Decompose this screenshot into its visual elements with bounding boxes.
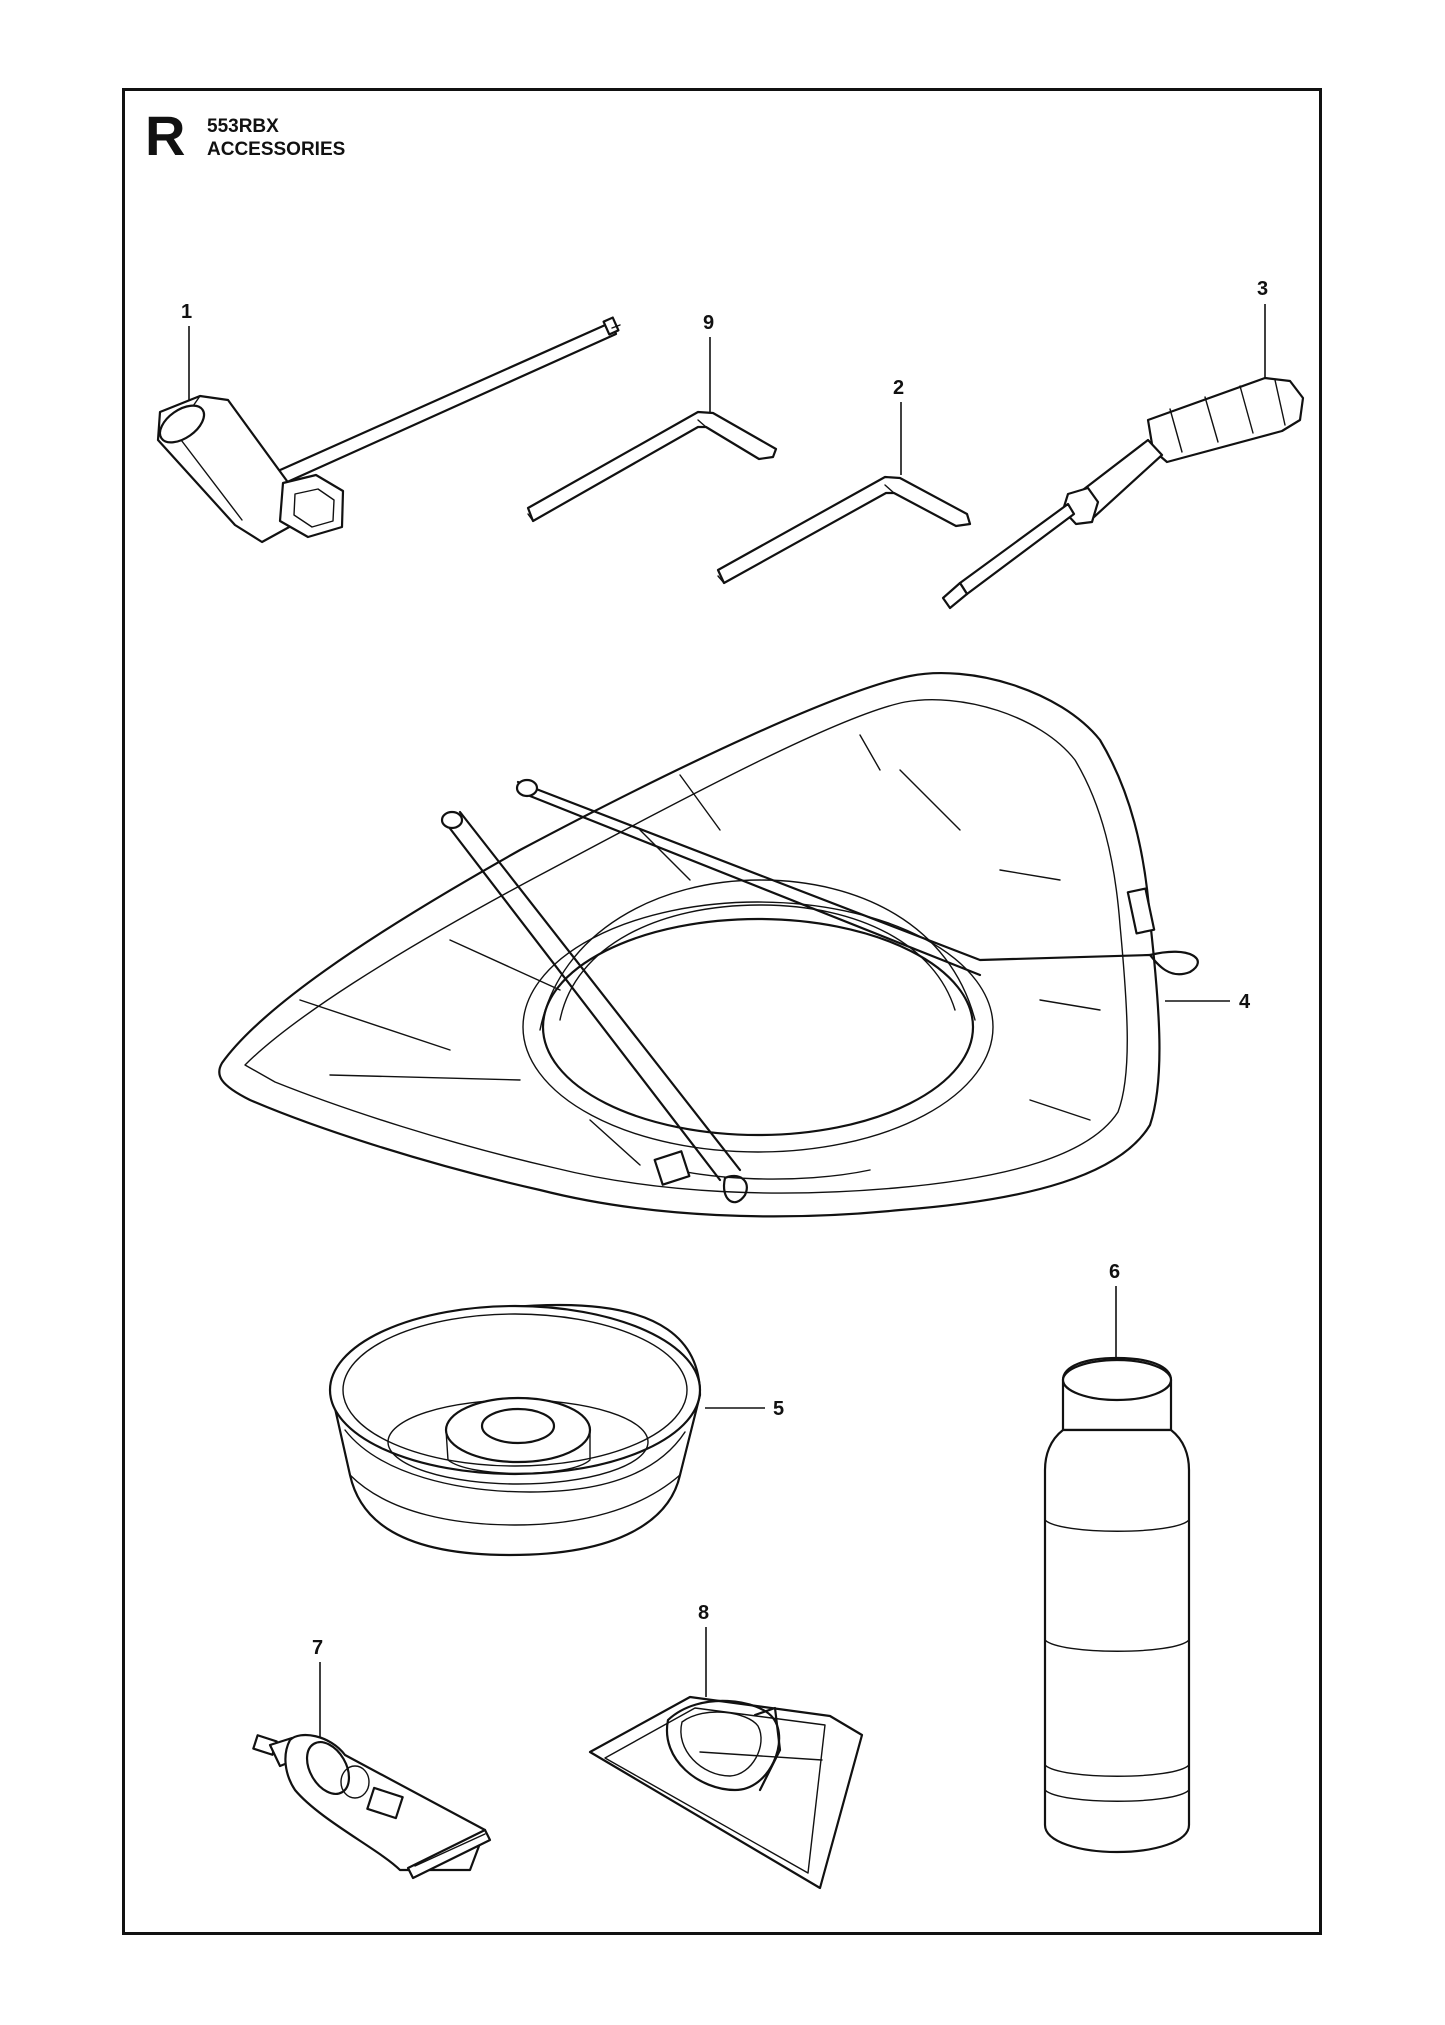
section-subtitle: ACCESSORIES bbox=[207, 139, 346, 160]
part-8-bag bbox=[588, 1695, 864, 1890]
callout-9[interactable]: 9 bbox=[703, 312, 715, 334]
callout-7[interactable]: 7 bbox=[312, 1637, 324, 1659]
callout-8[interactable]: 8 bbox=[698, 1602, 710, 1624]
callout-1[interactable]: 1 bbox=[181, 301, 193, 323]
model-title: 553RBX bbox=[207, 116, 279, 137]
part-6-oil-bottle bbox=[1043, 1356, 1191, 1854]
callout-4[interactable]: 4 bbox=[1239, 991, 1251, 1013]
part-7-grease-tube bbox=[252, 1733, 492, 1880]
part-4-trimmer-guard bbox=[218, 672, 1199, 1218]
diagram-frame bbox=[122, 88, 1322, 1935]
part-3-screwdriver bbox=[941, 376, 1305, 610]
part-2-hex-key bbox=[716, 475, 972, 585]
part-9-hex-key bbox=[526, 410, 778, 523]
part-1-spark-plug-wrench bbox=[156, 316, 621, 544]
callout-6[interactable]: 6 bbox=[1109, 1261, 1121, 1283]
section-letter: R bbox=[145, 104, 186, 167]
callout-5[interactable]: 5 bbox=[773, 1398, 785, 1420]
part-5-drive-disc bbox=[328, 1303, 702, 1557]
leader-lines bbox=[188, 304, 1266, 1738]
callout-3[interactable]: 3 bbox=[1257, 278, 1269, 300]
callout-2[interactable]: 2 bbox=[893, 377, 905, 399]
